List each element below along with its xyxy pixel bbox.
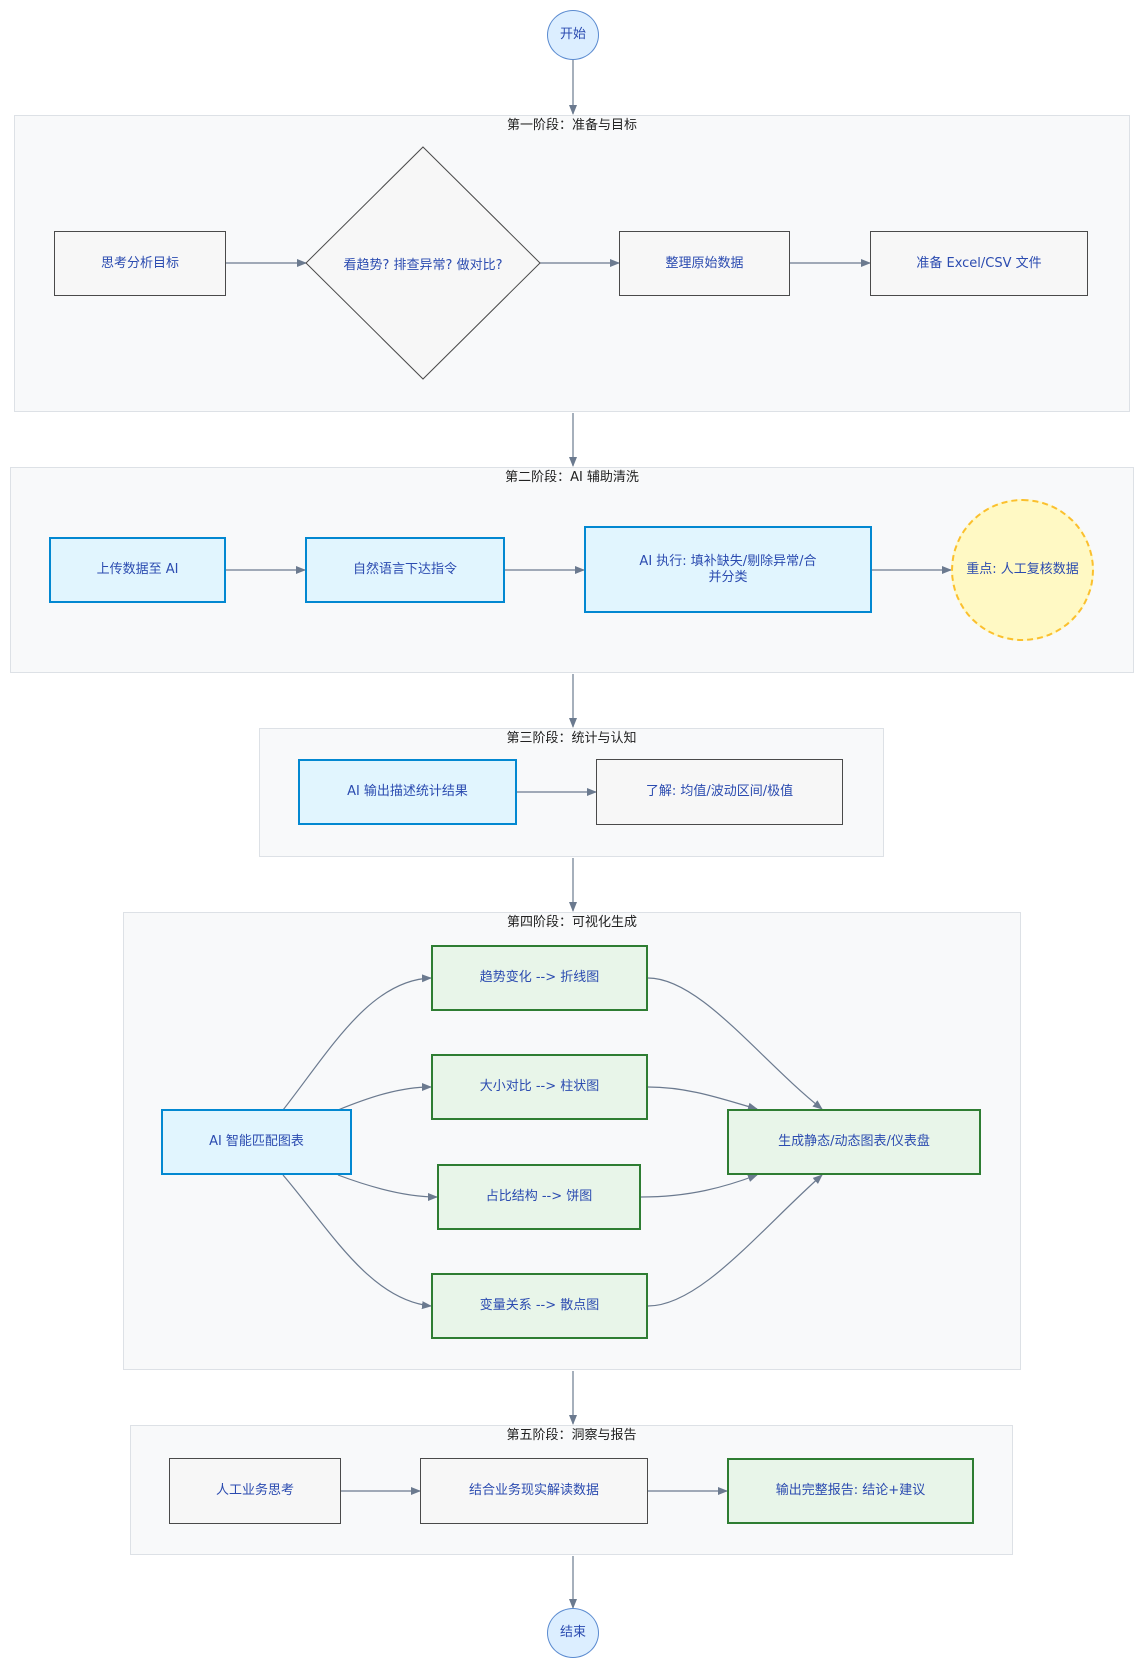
organize-data-node: 整理原始数据 — [619, 231, 790, 296]
stage1-title: 第一阶段：准备与目标 — [506, 118, 637, 133]
edge-size-generate — [647, 1086, 758, 1111]
relation-scatter-node: 变量关系 --> 散点图 — [431, 1273, 648, 1339]
ai-stats-node: AI 输出描述统计结果 — [298, 759, 517, 825]
size-bar-node: 大小对比 --> 柱状图 — [431, 1054, 648, 1120]
match-chart-node: AI 智能匹配图表 — [161, 1109, 352, 1175]
business-thinking-node: 人工业务思考 — [169, 1458, 341, 1524]
decision-diamond — [305, 146, 541, 380]
edge-trend-generate — [647, 977, 823, 1110]
stage2-title: 第二阶段：AI 辅助清洗 — [505, 470, 639, 485]
final-report-node: 输出完整报告: 结论+建议 — [727, 1458, 974, 1524]
trend-line-node: 趋势变化 --> 折线图 — [431, 945, 648, 1011]
review-node: 重点: 人工复核数据 — [951, 499, 1094, 641]
start-node: 开始 — [547, 10, 599, 60]
edge-match-share — [337, 1174, 438, 1201]
ai-execute-line2: 并分类 — [708, 569, 748, 585]
stage5-title: 第五阶段：洞察与报告 — [506, 1428, 637, 1443]
stage3-title: 第三阶段：统计与认知 — [506, 731, 637, 746]
decision-label: 看趋势? 排查异常? 做对比? — [343, 257, 503, 273]
combine-reality-node: 结合业务现实解读数据 — [420, 1458, 648, 1524]
share-pie-node: 占比结构 --> 饼图 — [437, 1164, 641, 1230]
instruct-node: 自然语言下达指令 — [305, 537, 505, 603]
think-goal-node: 思考分析目标 — [54, 231, 226, 296]
ai-execute-node: AI 执行: 填补缺失/剔除异常/合 并分类 — [584, 526, 872, 613]
end-node: 结束 — [547, 1608, 599, 1658]
upload-node: 上传数据至 AI — [49, 537, 226, 603]
edge-relation-generate — [647, 1174, 823, 1307]
edge-match-relation — [282, 1174, 432, 1310]
ai-execute-line1: AI 执行: 填补缺失/剔除异常/合 — [639, 553, 817, 569]
stage4-title: 第四阶段：可视化生成 — [506, 915, 637, 930]
edge-match-trend — [282, 974, 432, 1111]
generate-charts-node: 生成静态/动态图表/仪表盘 — [727, 1109, 981, 1175]
edge-match-size — [337, 1083, 432, 1111]
understand-node: 了解: 均值/波动区间/极值 — [596, 759, 843, 825]
edge-share-generate — [640, 1174, 758, 1198]
prepare-file-node: 准备 Excel/CSV 文件 — [870, 231, 1088, 296]
